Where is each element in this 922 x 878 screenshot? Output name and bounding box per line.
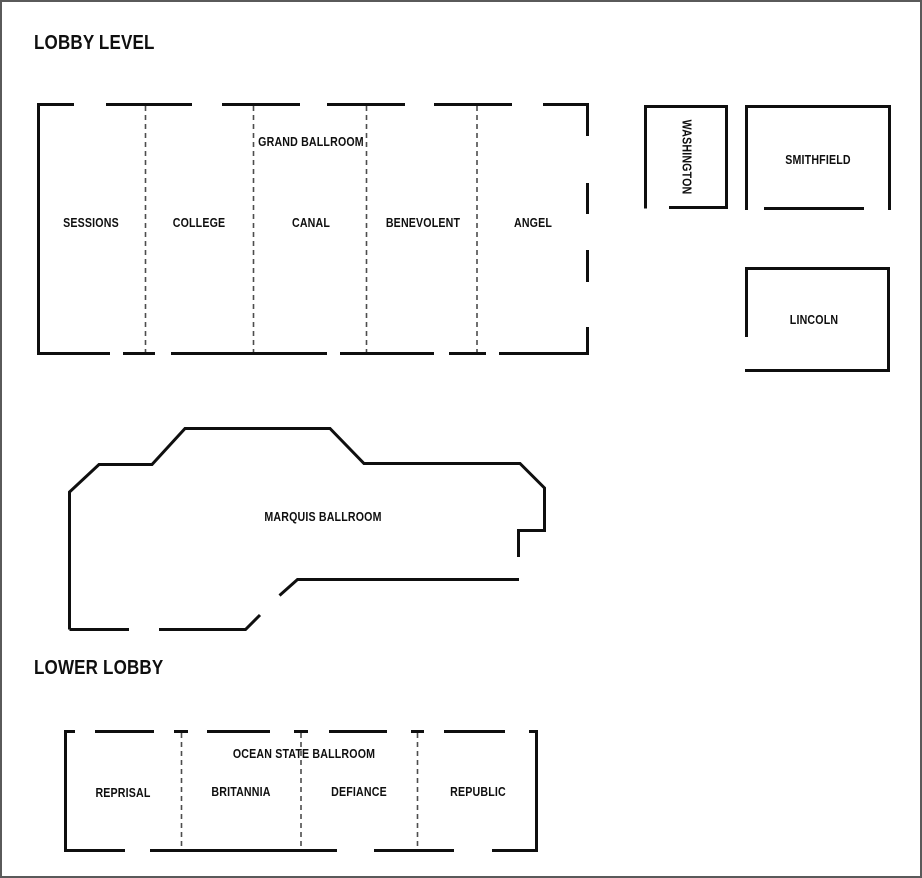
room-label-angel: ANGEL <box>513 215 553 230</box>
lower-lobby-title: LOWER LOBBY <box>34 657 164 679</box>
lincoln-outline <box>745 267 890 372</box>
room-label-sessions: SESSIONS <box>63 215 119 230</box>
smithfield-outline <box>745 105 891 210</box>
room-label-smithfield: SMITHFIELD <box>785 152 851 167</box>
room-label-canal: CANAL <box>291 215 331 230</box>
lobby-level-title: LOBBY LEVEL <box>34 32 155 54</box>
marquis-ballroom-outline <box>68 427 546 631</box>
ocean-state-ballroom-label: OCEAN STATE BALLROOM <box>232 746 376 761</box>
room-label-reprisal: REPRISAL <box>95 785 151 800</box>
grand-ballroom-dividers <box>144 106 478 352</box>
room-label-republic: REPUBLIC <box>450 784 506 799</box>
room-label-britannia: BRITANNIA <box>211 784 271 799</box>
room-label-washington: WASHINGTON <box>679 119 694 195</box>
room-label-benevolent: BENEVOLENT <box>385 215 461 230</box>
marquis-ballroom-label: MARQUIS BALLROOM <box>264 509 382 524</box>
ocean-state-ballroom-dividers <box>180 733 419 849</box>
grand-ballroom-outline <box>37 103 589 355</box>
room-label-college: COLLEGE <box>172 215 226 230</box>
washington-outline <box>644 105 728 209</box>
grand-ballroom-label: GRAND BALLROOM <box>258 134 364 149</box>
room-label-defiance: DEFIANCE <box>331 784 387 799</box>
room-label-lincoln: LINCOLN <box>789 312 839 327</box>
ocean-state-ballroom-outline <box>64 730 538 852</box>
